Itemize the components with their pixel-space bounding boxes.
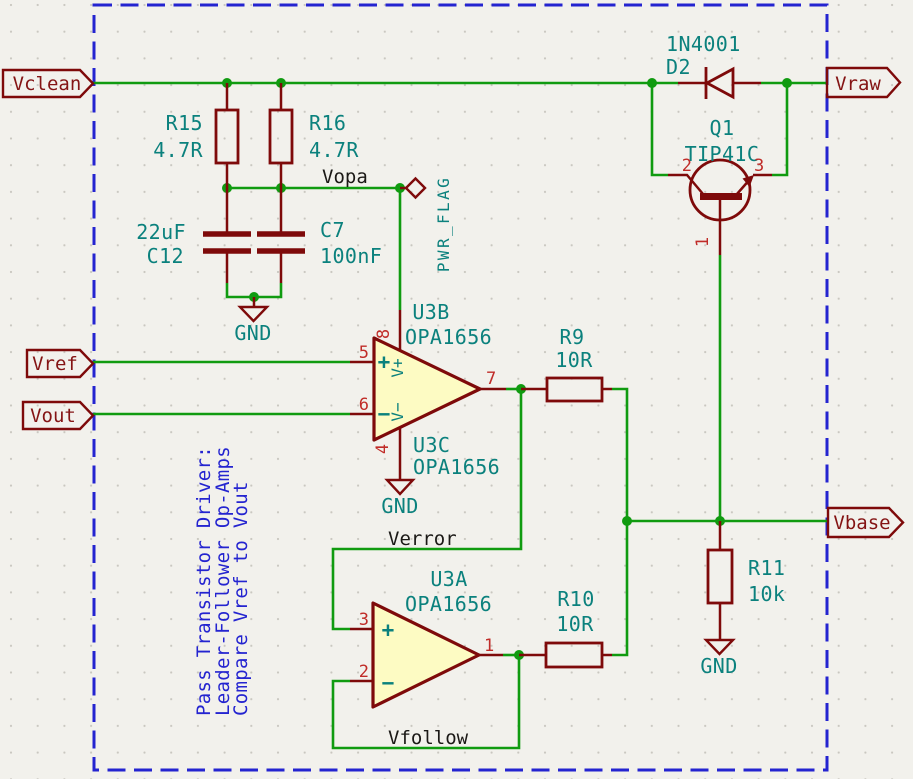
global-label-vbase[interactable]: Vbase	[826, 506, 905, 539]
r11-ref: R11	[748, 556, 785, 580]
u3c-value: OPA1656	[413, 455, 500, 479]
global-label-vclean[interactable]: Vclean	[1, 68, 95, 99]
d2-ref: D2	[666, 55, 691, 79]
junction-dots	[222, 78, 792, 660]
q1-ref: Q1	[710, 116, 735, 140]
q1-pin1: 1	[693, 237, 713, 247]
r10-ref: R10	[557, 587, 594, 611]
r9-ref: R9	[560, 325, 585, 349]
vref-text: Vref	[32, 353, 78, 375]
r16-value: 4.7R	[309, 138, 359, 162]
resistor-r16[interactable]: R16 4.7R	[268, 83, 359, 188]
u3b-pin7: 7	[486, 369, 496, 389]
opamp-u3a[interactable]: U3A OPA1656 3 2 1 + −	[350, 567, 503, 709]
capacitor-c7[interactable]: C7 100nF	[257, 188, 382, 283]
r10-value: 10R	[556, 612, 594, 636]
r11-value: 10k	[748, 582, 785, 606]
note-line2: Leader-Follower Op-Amps	[212, 446, 234, 716]
global-label-vout[interactable]: Vout	[21, 400, 95, 431]
u3b-plus: +	[378, 350, 391, 374]
u3c-ref: U3C	[413, 433, 450, 457]
r16-ref: R16	[309, 111, 346, 135]
u3a-minus: −	[382, 671, 395, 695]
gnd-label: GND	[234, 321, 271, 345]
d2-value: 1N4001	[666, 32, 741, 56]
q1-pin3: 3	[754, 156, 764, 176]
gnd-symbol-r11[interactable]: GND	[700, 638, 737, 678]
u3a-pin3: 3	[359, 610, 369, 630]
resistor-r11[interactable]: R11 10k	[706, 521, 785, 640]
net-label-verror[interactable]: Verror	[388, 528, 457, 550]
diode-d2[interactable]: 1N4001 D2	[666, 32, 761, 100]
r15-ref: R15	[166, 111, 203, 135]
vclean-text: Vclean	[13, 73, 82, 95]
resistor-r15[interactable]: R15 4.7R	[153, 83, 240, 188]
vbase-text: Vbase	[833, 512, 890, 534]
u3b-minus: −	[378, 402, 391, 426]
u3a-plus: +	[382, 618, 395, 642]
pwr-flag[interactable]: PWR_FLAG	[400, 176, 453, 272]
c7-value: 100nF	[320, 244, 382, 268]
u3a-value: OPA1656	[405, 592, 492, 616]
resistor-r10[interactable]: R10 10R	[519, 587, 612, 669]
r15-value: 4.7R	[153, 138, 203, 162]
c12-ref: C12	[147, 244, 184, 268]
c12-value: 22uF	[136, 220, 186, 244]
gnd-label: GND	[381, 494, 418, 518]
r9-value: 10R	[555, 348, 593, 372]
u3a-pin2: 2	[359, 662, 369, 682]
global-label-vref[interactable]: Vref	[25, 348, 95, 379]
capacitor-c12[interactable]: 22uF C12	[136, 188, 251, 283]
note-line3: Compare Vref to Vout	[230, 481, 252, 716]
gnd-label: GND	[700, 654, 737, 678]
u3b-pin8: 8	[374, 329, 394, 339]
u3b-ref: U3B	[412, 300, 449, 324]
vraw-text: Vraw	[835, 73, 881, 95]
u3b-pin5: 5	[359, 343, 369, 363]
u3b-pin6: 6	[359, 395, 369, 415]
q1-value: TIP41C	[685, 142, 760, 166]
u3b-vminus: V−	[388, 402, 407, 421]
gnd-symbol-caps[interactable]: GND	[234, 297, 271, 345]
u3a-ref: U3A	[430, 567, 467, 591]
net-label-vfollow[interactable]: Vfollow	[388, 727, 469, 749]
u3b-pin4: 4	[373, 444, 393, 454]
u3b-value: OPA1656	[405, 325, 492, 349]
u3a-pin1: 1	[484, 636, 494, 656]
vout-text: Vout	[30, 405, 76, 427]
transistor-q1[interactable]: Q1 TIP41C 2 3 1	[668, 116, 772, 255]
group-border-box[interactable]	[92, 3, 829, 772]
pwr-flag-label: PWR_FLAG	[434, 176, 453, 272]
wires[interactable]	[93, 81, 827, 750]
q1-pin2: 2	[682, 156, 692, 176]
global-label-vraw[interactable]: Vraw	[825, 66, 902, 99]
opamp-u3b[interactable]: U3B OPA1656 U3C OPA1656 5 6 7 8 4 + − V+…	[350, 300, 506, 480]
note-line1: Pass Transistor Driver:	[193, 446, 215, 716]
u3b-vplus: V+	[388, 358, 407, 377]
c7-ref: C7	[320, 218, 345, 242]
gnd-symbol-u3b[interactable]: GND	[381, 478, 418, 518]
net-label-vopa[interactable]: Vopa	[322, 166, 368, 188]
resistor-r9[interactable]: R9 10R	[521, 325, 612, 403]
note-text[interactable]: Pass Transistor Driver: Leader-Follower …	[193, 446, 252, 716]
